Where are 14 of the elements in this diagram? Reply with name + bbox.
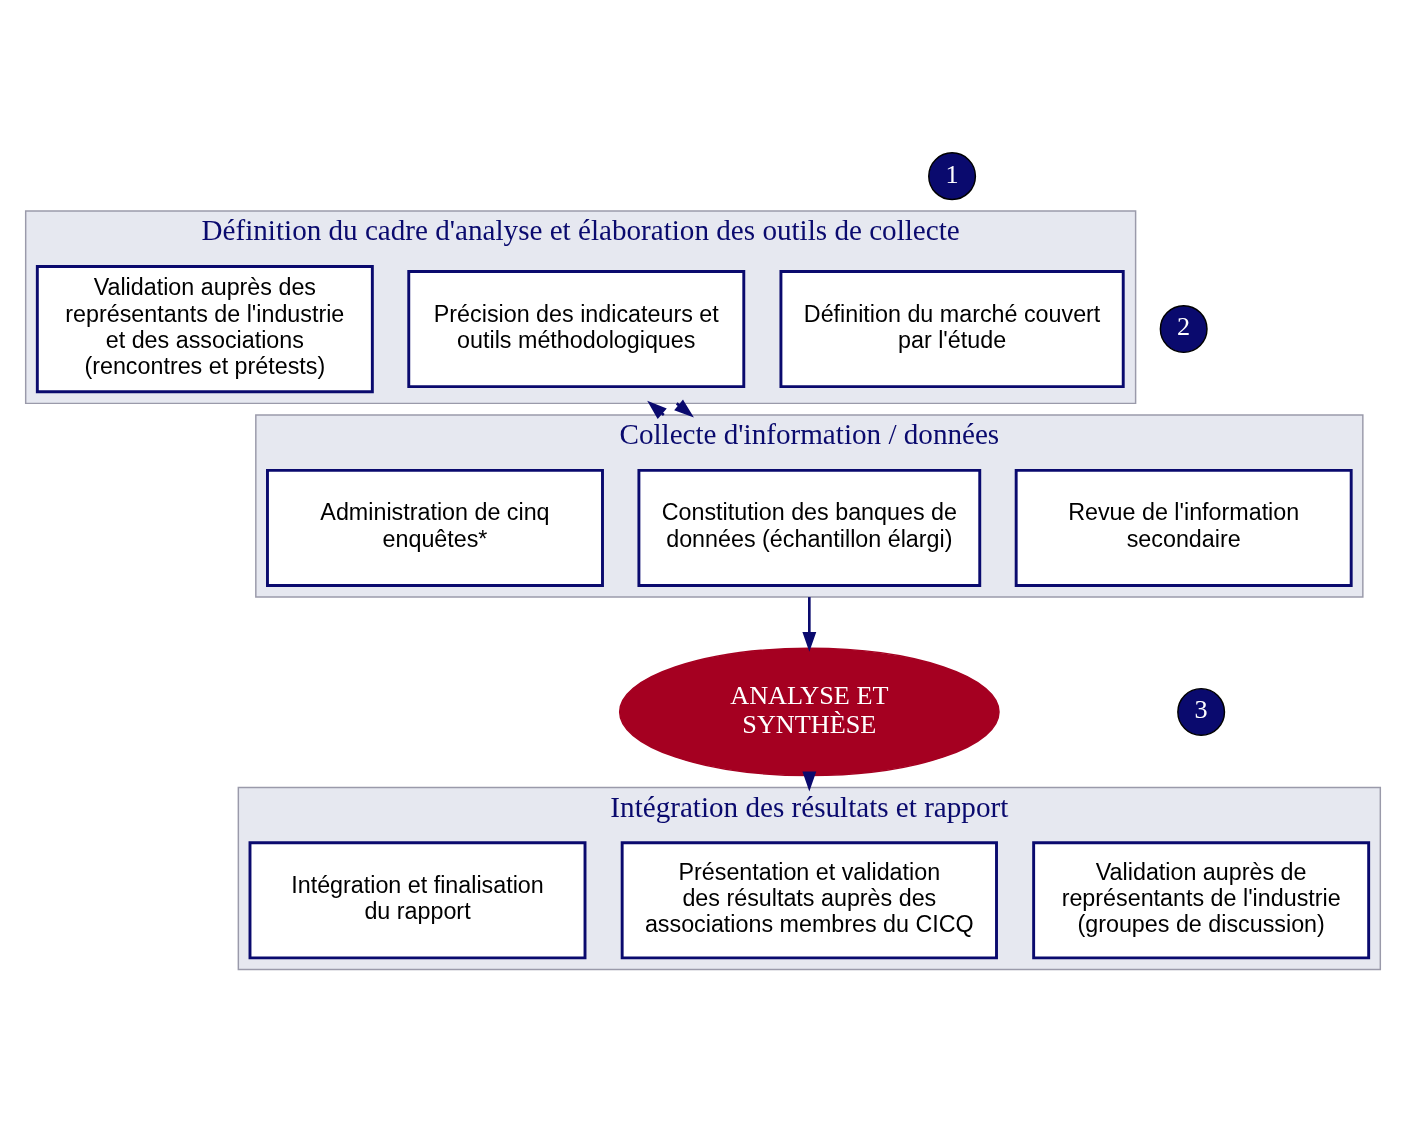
arrow — [802, 596, 817, 652]
node-box: Constitution des banques de données (échantillon élargi) — [637, 468, 982, 587]
node-box: Revue de l'information secondaire — [1014, 468, 1353, 587]
node-box: Intégration et finalisation du rapport — [248, 840, 587, 959]
node-box: Administration de cinq enquêtes* — [266, 468, 604, 587]
node-box: Précision des indicateurs et outils méthodologiques — [407, 269, 746, 388]
node-box: Validation auprès des représentants de l'industrie et des associations (rencontres et prétests) — [35, 264, 374, 393]
node-box: Présentation et validation des résultats auprès des associations membres du CICQ — [620, 840, 998, 959]
node-circle: 1 — [928, 151, 977, 200]
node-circle: 2 — [1159, 304, 1208, 353]
node-circle: 3 — [1177, 687, 1226, 736]
node-box: Validation auprès de représentants de l'industrie (groupes de discussion) — [1032, 840, 1371, 959]
node-box: Définition du marché couvert par l'étude — [779, 269, 1125, 388]
arrow — [802, 771, 817, 791]
